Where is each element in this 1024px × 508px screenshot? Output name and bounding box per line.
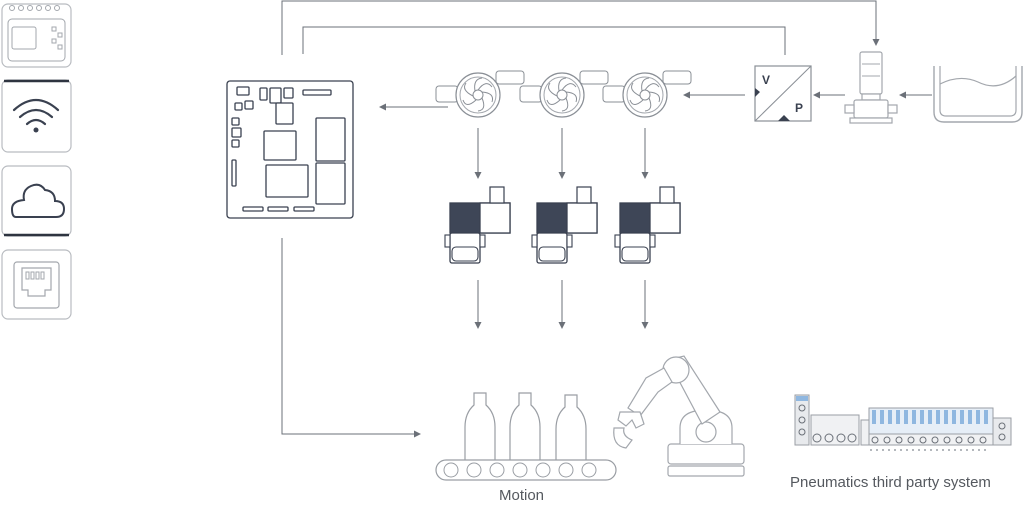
- bottle-icon: [464, 392, 496, 468]
- io-module-icon: [7, 5, 66, 62]
- wifi-tile[interactable]: [1, 79, 72, 153]
- pump-icon: [844, 51, 898, 124]
- connection-lines: [281, 0, 932, 438]
- bottle-icon: [555, 394, 587, 470]
- valve-icon: [531, 186, 598, 264]
- regulator-v-label: V: [762, 73, 770, 87]
- pneumatics-label: Pneumatics third party system: [790, 474, 991, 491]
- controller-board-icon: [226, 80, 354, 219]
- ethernet-tile[interactable]: [1, 249, 72, 320]
- fan-icon: [519, 70, 609, 118]
- motion-label: Motion: [499, 487, 545, 504]
- valve-icon: [614, 186, 681, 264]
- fan-icon: [602, 70, 692, 118]
- cloud-icon: [10, 183, 66, 218]
- io-module-tile[interactable]: [1, 3, 72, 68]
- robot-arm-icon: [613, 355, 745, 477]
- bottle-icon: [509, 392, 541, 468]
- valve-icon: [444, 186, 511, 264]
- regulator-p-label: P: [795, 101, 803, 115]
- pressure-regulator-icon: V P: [754, 65, 812, 122]
- tank-icon: [933, 66, 1023, 123]
- ethernet-port-icon: [13, 261, 60, 309]
- pneumatic-manifold-icon: [794, 394, 1012, 451]
- conveyor-icon: [435, 459, 617, 481]
- wifi-icon: [12, 98, 60, 133]
- cloud-tile[interactable]: [1, 165, 72, 237]
- fan-icon: [435, 70, 525, 118]
